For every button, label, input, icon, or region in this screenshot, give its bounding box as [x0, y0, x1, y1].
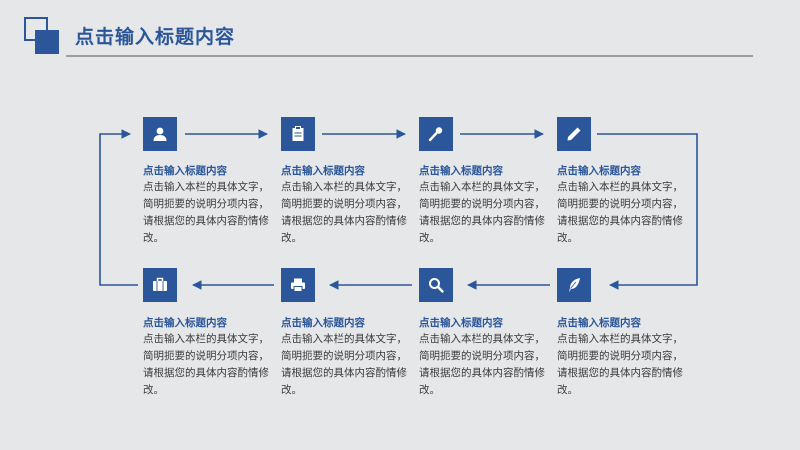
- step-2-desc: 点击输入本栏的具体文字，简明扼要的说明分项内容，请根据您的具体内容酌情修改。: [281, 181, 407, 244]
- clipboard-icon: [281, 117, 315, 151]
- step-3-title: 点击输入标题内容: [419, 165, 503, 177]
- step-4-desc: 点击输入本栏的具体文字，简明扼要的说明分项内容，请根据您的具体内容酌情修改。: [557, 181, 683, 244]
- step-7: 点击输入标题内容 点击输入本栏的具体文字，简明扼要的说明分项内容，请根据您的具体…: [281, 315, 413, 399]
- user-icon: [143, 117, 177, 151]
- logo-filled-square: [35, 30, 59, 54]
- microphone-icon: [419, 117, 453, 151]
- step-6: 点击输入标题内容 点击输入本栏的具体文字，简明扼要的说明分项内容，请根据您的具体…: [419, 315, 551, 399]
- arrow-8-1: [99, 129, 138, 286]
- step-4: 点击输入标题内容 点击输入本栏的具体文字，简明扼要的说明分项内容，请根据您的具体…: [557, 163, 689, 247]
- title-divider: [66, 55, 753, 57]
- logo-squares: [0, 0, 70, 60]
- step-6-desc: 点击输入本栏的具体文字，简明扼要的说明分项内容，请根据您的具体内容酌情修改。: [419, 333, 545, 396]
- step-5-desc: 点击输入本栏的具体文字，简明扼要的说明分项内容，请根据您的具体内容酌情修改。: [557, 333, 683, 396]
- step-7-title: 点击输入标题内容: [281, 317, 365, 329]
- step-3-desc: 点击输入本栏的具体文字，简明扼要的说明分项内容，请根据您的具体内容酌情修改。: [419, 181, 545, 244]
- pencil-icon: [557, 117, 591, 151]
- printer-icon: [281, 268, 315, 302]
- step-2: 点击输入标题内容 点击输入本栏的具体文字，简明扼要的说明分项内容，请根据您的具体…: [281, 163, 413, 247]
- briefcase-icon: [143, 268, 177, 302]
- step-5-title: 点击输入标题内容: [557, 317, 641, 329]
- feather-icon: [557, 268, 591, 302]
- step-8: 点击输入标题内容 点击输入本栏的具体文字，简明扼要的说明分项内容，请根据您的具体…: [143, 315, 275, 399]
- step-4-title: 点击输入标题内容: [557, 165, 641, 177]
- step-8-desc: 点击输入本栏的具体文字，简明扼要的说明分项内容，请根据您的具体内容酌情修改。: [143, 333, 269, 396]
- step-5: 点击输入标题内容 点击输入本栏的具体文字，简明扼要的说明分项内容，请根据您的具体…: [557, 315, 689, 399]
- step-1-desc: 点击输入本栏的具体文字，简明扼要的说明分项内容，请根据您的具体内容酌情修改。: [143, 181, 269, 244]
- step-7-desc: 点击输入本栏的具体文字，简明扼要的说明分项内容，请根据您的具体内容酌情修改。: [281, 333, 407, 396]
- step-8-title: 点击输入标题内容: [143, 317, 227, 329]
- step-2-title: 点击输入标题内容: [281, 165, 365, 177]
- step-6-title: 点击输入标题内容: [419, 317, 503, 329]
- page-title: 点击输入标题内容: [75, 26, 236, 48]
- step-1-title: 点击输入标题内容: [143, 165, 227, 177]
- step-1: 点击输入标题内容 点击输入本栏的具体文字，简明扼要的说明分项内容，请根据您的具体…: [143, 163, 275, 247]
- step-3: 点击输入标题内容 点击输入本栏的具体文字，简明扼要的说明分项内容，请根据您的具体…: [419, 163, 551, 247]
- search-icon: [419, 268, 453, 302]
